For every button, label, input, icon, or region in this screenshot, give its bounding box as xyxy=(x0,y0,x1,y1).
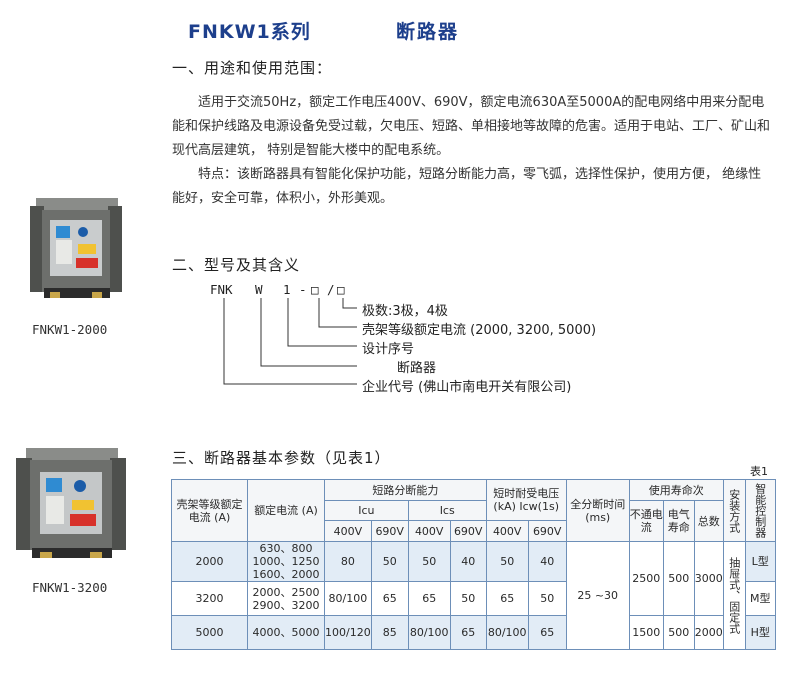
ics-400-cell: 65 xyxy=(407,581,451,616)
section1-body: 适用于交流50Hz，额定工作电压400V、690V，额定电流630A至5000A… xyxy=(172,91,774,211)
install-cell: 抽屉式、固定式 xyxy=(722,541,746,650)
icu-690-cell: 50 xyxy=(370,541,409,582)
electric-life-cell: 500 xyxy=(662,541,695,616)
header-ics-690v: 690V xyxy=(449,520,487,542)
features-paragraph: 特点：该断路器具有智能化保护功能，短路分断能力高，零飞弧，选择性保护，使用方便，… xyxy=(172,167,762,206)
table-label: 表1 xyxy=(750,465,768,478)
model-code-fnk: FNK xyxy=(210,282,233,297)
meaning-frame-current: 壳架等级额定电流 (2000, 3200, 5000) xyxy=(362,323,597,338)
meaning-poles: 极数:3极，4极 xyxy=(362,304,448,319)
header-breaking: 短路分断能力 xyxy=(324,479,487,501)
rated-line: 4000、5000 xyxy=(252,626,320,639)
model-code-box1: □ xyxy=(311,282,319,297)
header-full-break-time: 全分断时间 (ms) xyxy=(565,479,630,542)
rated-cell: 4000、5000 xyxy=(247,615,325,650)
breaker-photo-2000 xyxy=(28,192,124,304)
icu-690-cell: 65 xyxy=(370,581,409,616)
ics-400-cell: 80/100 xyxy=(407,615,451,650)
table-row: 2000 630、800 1000、1250 1600、2000 80 50 5… xyxy=(171,541,776,650)
header-total: 总数 xyxy=(693,500,724,542)
rated-cell: 2000、2500 2900、3200 xyxy=(247,581,325,616)
total-cell: 3000 xyxy=(693,541,724,616)
icu-400-cell: 80 xyxy=(324,541,372,582)
section3-heading: 三、断路器基本参数（见表1） xyxy=(172,449,391,467)
parameter-table: 壳架等级额定电流 (A) 额定电流 (A) 短路分断能力 短时耐受电压 (kA)… xyxy=(171,479,776,650)
frame-cell: 3200 xyxy=(171,581,248,616)
meaning-breaker: 断路器 xyxy=(397,361,437,376)
full-break-time-cell: 25 ~30 xyxy=(565,541,630,650)
header-controller: 智能控制器 xyxy=(744,479,776,542)
header-icw-400v: 400V xyxy=(485,520,529,542)
breaker-photo-3200 xyxy=(14,444,128,564)
frame-cell: 5000 xyxy=(171,615,248,650)
header-rated-current: 额定电流 (A) xyxy=(247,479,325,542)
ics-690-cell: 40 xyxy=(449,541,487,582)
ics-400-cell: 50 xyxy=(407,541,451,582)
header-frame-current: 壳架等级额定电流 (A) xyxy=(171,479,248,542)
header-electric-life: 电气寿命 xyxy=(662,500,695,542)
meaning-design-seq: 设计序号 xyxy=(362,342,415,357)
rated-line: 1600、2000 xyxy=(252,568,320,581)
header-withstand: 短时耐受电压 (kA) Icw(1s) xyxy=(485,479,567,521)
section2-heading: 二、型号及其含义 xyxy=(172,256,301,274)
table-row: 5000 4000、5000 100/120 85 80/100 65 80/1… xyxy=(171,615,776,650)
header-icu-400v: 400V xyxy=(324,520,372,542)
header-icu-690v: 690V xyxy=(370,520,409,542)
header-no-current: 不通电流 xyxy=(628,500,664,542)
header-ics: Ics xyxy=(407,500,487,521)
icw-690-cell: 50 xyxy=(527,581,567,616)
model-code-dash: - xyxy=(299,282,307,297)
icw-690-cell: 40 xyxy=(527,541,567,582)
header-install: 安装方式 xyxy=(722,479,746,542)
no-current-cell: 1500 xyxy=(628,615,664,650)
section1-heading: 一、用途和使用范围： xyxy=(172,59,333,77)
rated-line: 2900、3200 xyxy=(252,598,320,612)
model-code-slash: / xyxy=(327,282,335,297)
icw-690-cell: 65 xyxy=(527,615,567,650)
ics-690-cell: 50 xyxy=(449,581,487,616)
rated-cell: 630、800 1000、1250 1600、2000 xyxy=(247,541,325,582)
icu-400-cell: 100/120 xyxy=(324,615,372,650)
icw-400-cell: 80/100 xyxy=(485,615,529,650)
model-code-box2: □ xyxy=(337,282,345,297)
photo-caption-2000: FNKW1-2000 xyxy=(32,322,108,337)
frame-cell: 2000 xyxy=(171,541,248,582)
header-icu: Icu xyxy=(324,500,409,521)
header-ics-400v: 400V xyxy=(407,520,451,542)
icu-400-cell: 80/100 xyxy=(324,581,372,616)
rated-line: 1000、1250 xyxy=(252,555,320,568)
icw-400-cell: 50 xyxy=(485,541,529,582)
model-diagram: FNK W 1 - □ / □ 极数:3极，4极 壳架等级额定电流 (2000,… xyxy=(210,282,710,395)
product-title: 断路器 xyxy=(396,21,460,43)
photo-caption-3200: FNKW1-3200 xyxy=(32,580,108,595)
controller-cell: H型 xyxy=(744,615,776,650)
series-title: FNKW1系列 xyxy=(188,21,311,43)
icw-400-cell: 65 xyxy=(485,581,529,616)
icu-690-cell: 85 xyxy=(370,615,409,650)
electric-life-cell: 500 xyxy=(662,615,695,650)
model-code-1: 1 xyxy=(283,282,291,297)
controller-cell: M型 xyxy=(744,581,776,616)
ics-690-cell: 65 xyxy=(449,615,487,650)
controller-cell: L型 xyxy=(744,541,776,582)
rated-line: 630、800 xyxy=(259,542,313,556)
model-code-w: W xyxy=(255,282,263,297)
header-icw-690v: 690V xyxy=(527,520,567,542)
header-life: 使用寿命次 xyxy=(628,479,724,501)
meaning-company: 企业代号 (佛山市南电开关有限公司) xyxy=(362,380,572,395)
total-cell: 2000 xyxy=(693,615,724,650)
usage-paragraph: 适用于交流50Hz，额定工作电压400V、690V，额定电流630A至5000A… xyxy=(172,95,771,158)
rated-line: 2000、2500 xyxy=(252,585,320,599)
no-current-cell: 2500 xyxy=(628,541,664,616)
